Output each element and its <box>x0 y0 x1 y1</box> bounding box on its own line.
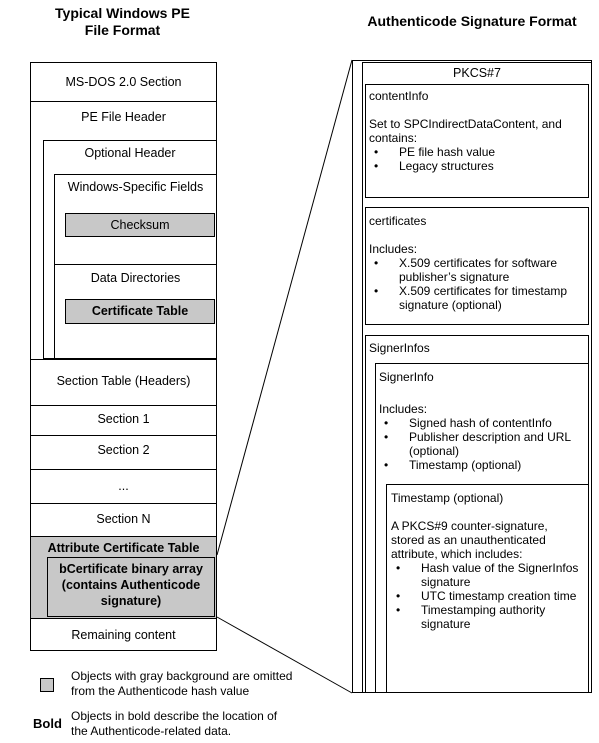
attribute-certificate-table-label: Attribute Certificate Table <box>47 541 200 555</box>
divider-section1 <box>30 405 217 406</box>
legend-bold-line2: the Authenticode-related data. <box>71 724 232 738</box>
contentinfo-item: Legacy structures <box>369 159 587 173</box>
signerinfo-item-line: (optional) <box>409 444 460 458</box>
timestamp-item: Hash value of the SignerInfos signature <box>391 561 587 589</box>
timestamp-item-line: signature <box>421 617 471 631</box>
legend-bold-line1: Objects in bold describe the location of <box>71 709 278 723</box>
checksum-box <box>65 213 215 237</box>
legend-bold-label: Bold <box>33 716 62 731</box>
section-n: Section N <box>96 512 151 526</box>
legend-gray-line2: from the Authenticode hash value <box>71 684 250 698</box>
divider-section-table <box>30 359 217 360</box>
pe-file-header: PE File Header <box>81 110 166 124</box>
divider-msdos <box>30 101 217 102</box>
divider-section2 <box>30 435 217 436</box>
certificates-text: certificates Includes: X.509 certificate… <box>369 214 587 312</box>
timestamp-text: Timestamp (optional) A PKCS#9 counter-si… <box>391 491 587 631</box>
timestamp-item: Timestamping authority signature <box>391 603 587 631</box>
signerinfo-text: SignerInfo Includes: Signed hash of cont… <box>379 370 587 472</box>
section-ellipsis: ... <box>118 479 129 493</box>
certificates-desc: Includes: <box>369 242 418 256</box>
bcert-line3: signature) <box>100 594 162 608</box>
signerinfo-item-line: Signed hash of contentInfo <box>409 416 552 430</box>
pe-format-title-line2: File Format <box>84 22 161 38</box>
windows-specific-fields: Windows-Specific Fields <box>67 180 204 194</box>
authenticode-format-title: Authenticode Signature Format <box>367 13 577 29</box>
legend-gray-swatch <box>40 678 54 692</box>
bcert-line1: bCertificate binary array <box>59 562 203 576</box>
signerinfo-desc: Includes: <box>379 402 428 416</box>
signerinfo-item-line: Publisher description and URL <box>409 430 572 444</box>
certificate-table-label: Certificate Table <box>91 304 189 318</box>
contentinfo-title: contentInfo <box>369 89 429 103</box>
timestamp-item: UTC timestamp creation time <box>391 589 587 603</box>
bcert-line2: (contains Authenticode <box>61 578 201 592</box>
timestamp-item-line: Timestamping authority <box>421 603 546 617</box>
contentinfo-desc-line1: Set to SPCIndirectDataContent, and <box>369 117 562 131</box>
certificates-item: X.509 certificates for software publishe… <box>369 256 587 284</box>
timestamp-item-line: UTC timestamp creation time <box>421 589 577 603</box>
section-2: Section 2 <box>97 443 150 457</box>
signerinfos-title: SignerInfos <box>369 341 430 355</box>
divider-ellipsis <box>30 469 217 470</box>
signerinfo-item: Publisher description and URL (optional) <box>379 430 587 458</box>
optional-header: Optional Header <box>84 146 176 160</box>
certificates-item-line: signature (optional) <box>399 298 502 312</box>
windows-fields-box <box>54 174 217 359</box>
connector-top-line <box>216 59 353 556</box>
remaining-content: Remaining content <box>71 628 176 642</box>
signerinfo-item: Signed hash of contentInfo <box>379 416 587 430</box>
pe-format-title: Typical Windows PE File Format <box>30 5 215 39</box>
divider-sectionN <box>30 503 217 504</box>
legend-bold-text: Objects in bold describe the location of… <box>71 709 321 739</box>
contentinfo-desc-line2: contains: <box>369 131 418 145</box>
legend-gray-text: Objects with gray background are omitted… <box>71 669 321 699</box>
contentinfo-item: PE file hash value <box>369 145 587 159</box>
section-table: Section Table (Headers) <box>56 374 191 388</box>
timestamp-desc-line1: A PKCS#9 counter-signature, <box>391 519 548 533</box>
contentinfo-text: contentInfo Set to SPCIndirectDataConten… <box>369 89 587 173</box>
bcertificate-array-label: bCertificate binary array (contains Auth… <box>47 561 215 609</box>
pkcs7-label: PKCS#7 <box>453 66 501 80</box>
signerinfo-title: SignerInfo <box>379 370 434 384</box>
signerinfo-item: Timestamp (optional) <box>379 458 587 472</box>
timestamp-title: Timestamp (optional) <box>391 491 504 505</box>
signerinfo-item-line: Timestamp (optional) <box>409 458 522 472</box>
divider-data-directories <box>54 264 217 265</box>
timestamp-item-line: signature <box>421 575 471 589</box>
msdos-section: MS-DOS 2.0 Section <box>65 75 182 89</box>
timestamp-desc-line2: stored as an unauthenticated <box>391 533 546 547</box>
certificate-table-box <box>65 299 215 324</box>
pe-format-title-line1: Typical Windows PE <box>55 5 190 21</box>
certificates-item-line: X.509 certificates for timestamp <box>399 284 568 298</box>
connector-bottom-line <box>216 616 353 694</box>
checksum-label: Checksum <box>110 218 170 232</box>
data-directories: Data Directories <box>90 271 181 285</box>
certificates-item-line: X.509 certificates for software <box>399 256 558 270</box>
timestamp-item-line: Hash value of the SignerInfos <box>421 561 579 575</box>
timestamp-desc-line3: attribute, which includes: <box>391 547 523 561</box>
section-1: Section 1 <box>97 412 150 426</box>
certificates-item: X.509 certificates for timestamp signatu… <box>369 284 587 312</box>
contentinfo-box <box>365 84 589 198</box>
legend-gray-line1: Objects with gray background are omitted <box>71 669 293 683</box>
bcertificate-array-box <box>47 557 215 617</box>
certificates-item-line: publisher’s signature <box>399 270 510 284</box>
certificates-title: certificates <box>369 214 427 228</box>
